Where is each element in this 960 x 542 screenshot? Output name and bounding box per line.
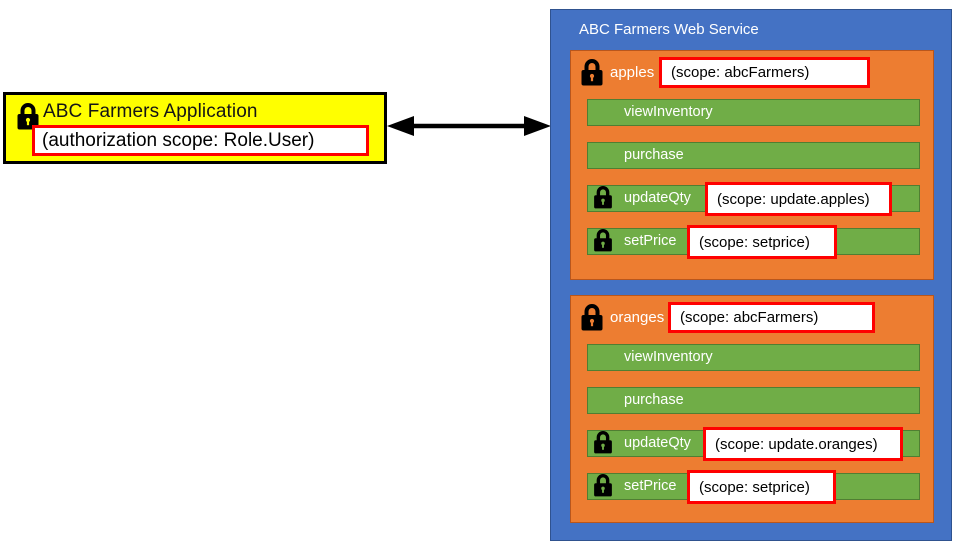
lock-icon (581, 304, 603, 331)
resource-name: apples (610, 63, 655, 81)
method-row-purchase: purchase (587, 142, 920, 169)
resource-box-apples: apples (scope: abcFarmers) viewInventory… (570, 50, 934, 280)
app-box: ABC Farmers Application (authorization s… (3, 92, 387, 164)
app-scope-highlight: (authorization scope: Role.User) (32, 125, 369, 156)
web-service-box: ABC Farmers Web Service apples (scope: a… (550, 9, 952, 541)
method-label: viewInventory (624, 349, 713, 365)
method-label: setPrice (624, 233, 677, 249)
lock-icon (594, 474, 612, 497)
scope-highlight: (scope: setprice) (687, 225, 837, 259)
scope-highlight: (scope: update.apples) (705, 182, 892, 216)
method-label: setPrice (624, 478, 677, 494)
method-row-viewinventory: viewInventory (587, 99, 920, 126)
method-label: updateQty (624, 190, 691, 206)
lock-icon (594, 229, 612, 252)
scope-highlight: (scope: abcFarmers) (668, 302, 875, 333)
scope-highlight: (scope: setprice) (687, 470, 836, 504)
resource-name: oranges (610, 308, 665, 326)
lock-icon (581, 59, 603, 86)
scope-highlight: (scope: abcFarmers) (659, 57, 870, 88)
web-service-title: ABC Farmers Web Service (579, 21, 759, 38)
app-title: ABC Farmers Application (43, 101, 258, 122)
method-row-viewinventory: viewInventory (587, 344, 920, 371)
method-row-purchase: purchase (587, 387, 920, 414)
method-label: updateQty (624, 435, 691, 451)
method-label: viewInventory (624, 104, 713, 120)
bidirectional-arrow-icon (387, 116, 551, 136)
scope-highlight: (scope: update.oranges) (703, 427, 903, 461)
lock-icon (594, 431, 612, 454)
lock-icon (594, 186, 612, 209)
resource-box-oranges: oranges (scope: abcFarmers) viewInventor… (570, 295, 934, 523)
method-label: purchase (624, 392, 684, 408)
method-label: purchase (624, 147, 684, 163)
